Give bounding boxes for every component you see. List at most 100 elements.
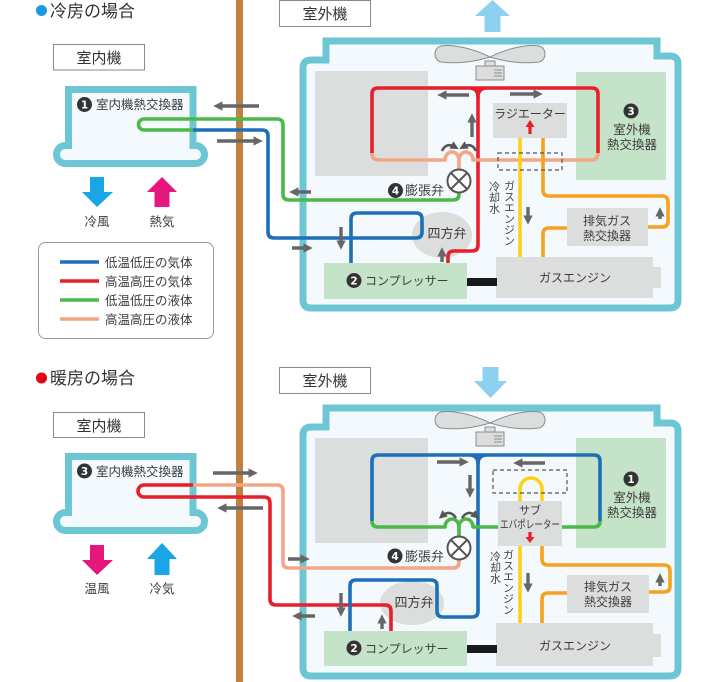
cooling-pipe-liquid-high	[370, 150, 600, 170]
heating-pipe-gas-low-top	[370, 453, 602, 521]
cooling-fan-icon	[434, 45, 546, 81]
cooling-exhaust-hx-label-2: 熱交換器	[583, 228, 631, 243]
legend-label: 低温低圧の液体	[105, 293, 193, 308]
outdoor-airflow-down-arrow-icon	[474, 367, 507, 398]
heating-engine-coolant-pipe	[518, 476, 544, 623]
cooling-outdoor-heat-exchanger	[576, 72, 666, 180]
cooling-exhaust-heat-exchanger	[567, 208, 648, 246]
cooling-indoor-unit-body	[53, 86, 208, 167]
cooling-coil-curved-arrow-right	[459, 141, 478, 152]
heating-pipe-gas-low	[348, 463, 480, 631]
cooling-indoor-hx-label: 室内機熱交換器	[96, 97, 184, 112]
cooling-section: 冷房の場合 室内機 1 室内機熱交換器 冷風 熱気 低温低圧の気体 高温高圧の気…	[36, 0, 682, 339]
cold-air-down-arrow-icon	[82, 177, 113, 207]
cooling-expansion-valve-label: 膨張弁	[405, 184, 444, 199]
cooling-four-way-valve	[412, 212, 472, 258]
cooling-outdoor-label-box	[279, 0, 371, 27]
heating-outdoor-hx-label-2: 熱交換器	[607, 505, 658, 520]
legend-label: 高温高圧の気体	[105, 274, 193, 289]
heating-compressor-label: コンプレッサー	[365, 642, 449, 656]
cooling-compressor-label: コンプレッサー	[365, 274, 449, 288]
heating-drive-shaft	[466, 645, 497, 653]
cooling-gas-engine-label: ガスエンジン	[539, 271, 611, 285]
cooling-gas-engine-cap	[653, 267, 661, 288]
heating-gas-engine-label: ガスエンジン	[539, 639, 611, 653]
sub-evaporator-heat-down-arrow-icon	[525, 532, 535, 543]
cooling-outdoor-hx-label-2: 熱交換器	[607, 137, 658, 152]
heating-outdoor-hx-label-1: 室外機	[613, 490, 651, 505]
cooling-compressor-badge: 2	[346, 273, 362, 288]
heating-coolant-label-2: 冷却水	[489, 551, 502, 584]
building-wall	[236, 0, 243, 682]
heating-coil-curved-arrow-left	[438, 510, 458, 519]
heating-title-bullet	[36, 372, 47, 384]
cooling-air-in-label: 熱気	[149, 214, 174, 229]
heating-expansion-valve-badge: 4	[387, 548, 403, 564]
heating-air-out-label: 温風	[84, 581, 110, 596]
badge-number: 3	[627, 106, 634, 118]
heating-four-way-valve	[380, 581, 444, 625]
badge-number: 1	[81, 99, 88, 111]
radiator-heat-up-arrow-icon	[525, 120, 535, 134]
cooling-title-bullet	[36, 5, 47, 16]
heating-fan-icon	[434, 411, 546, 447]
cooling-exhaust-hx-label-1: 排気ガス	[583, 213, 631, 228]
cooling-dashed-slot	[497, 152, 563, 171]
heating-exhaust-heat-exchanger	[567, 575, 649, 613]
cooling-exhaust-pipe	[541, 138, 670, 257]
heating-outdoor-hx-badge: 1	[623, 471, 639, 487]
legend-box	[38, 242, 214, 339]
outdoor-airflow-up-arrow-icon	[475, 0, 510, 32]
badge-number: 4	[392, 185, 399, 197]
heating-exhaust-pipe	[540, 546, 672, 623]
heating-indoor-hx-badge: 3	[77, 463, 92, 479]
badge-number: 2	[350, 275, 357, 287]
heating-indoor-label: 室内機	[76, 417, 121, 435]
heating-section: 暖房の場合 室内機 3 室内機熱交換器 温風 冷気 室外機	[36, 367, 682, 680]
cooling-pipe-gas-low	[193, 128, 424, 263]
heating-expansion-valve-label: 膨張弁	[405, 550, 444, 565]
cooling-indoor-label: 室内機	[76, 49, 121, 67]
heating-indoor-hx-label: 室内機熱交換器	[96, 464, 184, 479]
cool-air-up-arrow-icon	[147, 543, 177, 575]
heating-dashed-slot	[492, 469, 568, 494]
cooling-expansion-valve-badge: 4	[388, 183, 403, 198]
cooling-coolant-label-2: 冷却水	[488, 181, 501, 214]
heating-exhaust-hx-label-1: 排気ガス	[584, 579, 632, 594]
cooling-outdoor-hx-label-1: 室外機	[613, 122, 651, 137]
cooling-indoor-hx-badge: 1	[77, 97, 92, 112]
heating-expansion-valve-icon	[446, 535, 472, 561]
heating-pipe-liquid-low	[370, 517, 602, 537]
heating-four-way-valve-label: 四方弁	[394, 595, 433, 611]
heating-air-in-label: 冷気	[149, 581, 174, 596]
heating-pipe-liquid-high	[193, 483, 461, 570]
cooling-air-out-label: 冷風	[84, 214, 110, 229]
heating-exhaust-hx-label-2: 熱交換器	[584, 594, 632, 609]
badge-number: 1	[627, 474, 634, 486]
cooling-drive-shaft	[466, 278, 497, 286]
warm-air-down-arrow-icon	[82, 545, 113, 575]
heating-indoor-label-box	[53, 412, 145, 438]
heating-coil-curved-arrow-right	[460, 510, 480, 519]
heating-gas-engine-cap	[653, 634, 661, 657]
heating-indoor-unit-body	[53, 453, 208, 534]
cooling-coolant-label-1: ガスエンジン	[503, 180, 516, 246]
heating-title: 暖房の場合	[50, 369, 135, 389]
heating-sub-evaporator-label-2: エバポレーター	[500, 518, 560, 531]
cooling-pipe-gas-high	[446, 96, 480, 263]
legend: 低温低圧の気体 高温高圧の気体 低温低圧の液体 高温高圧の液体	[38, 242, 214, 339]
badge-number: 4	[391, 551, 398, 563]
hot-air-up-arrow-icon	[147, 177, 177, 207]
cooling-pipe-liquid-low	[136, 117, 461, 202]
badge-number: 3	[81, 466, 88, 478]
cooling-four-way-valve-label: 四方弁	[427, 226, 466, 242]
heating-outdoor-label-box	[279, 367, 371, 394]
legend-label: 低温低圧の気体	[105, 255, 193, 270]
badge-number: 2	[350, 643, 357, 655]
heating-gas-engine	[496, 623, 653, 666]
cooling-outdoor-hx-badge: 3	[623, 103, 639, 119]
heating-coolant-label-1: ガスエンジン	[502, 549, 515, 615]
heating-compressor-badge: 2	[346, 640, 362, 656]
